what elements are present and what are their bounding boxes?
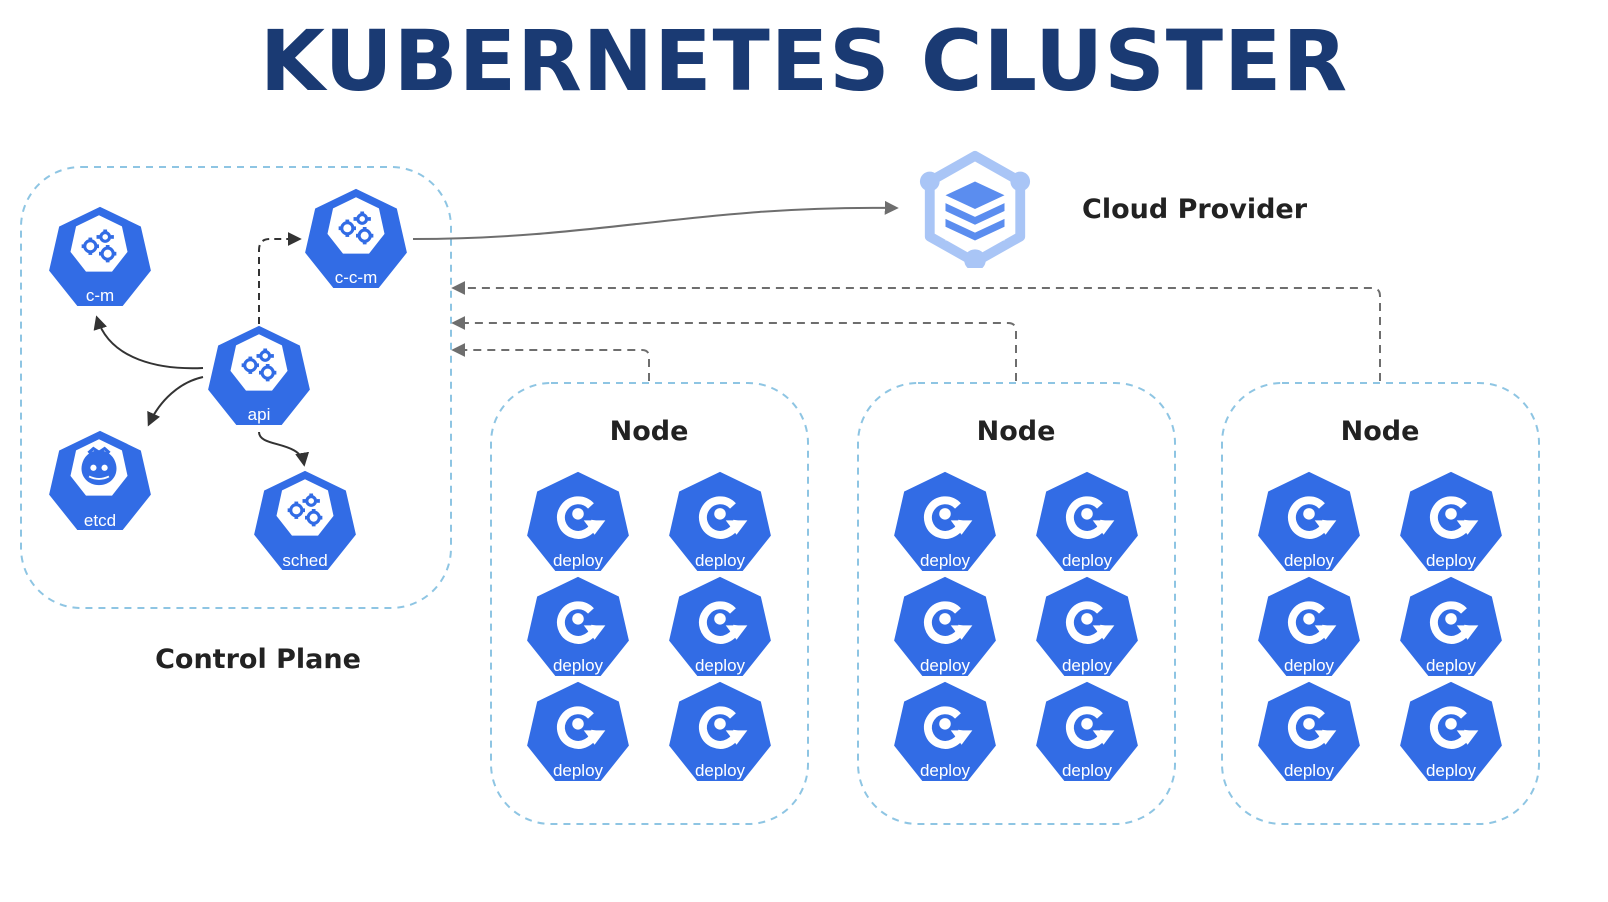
etcd-label: etcd: [84, 511, 116, 530]
deploy-label: deploy: [1284, 656, 1335, 675]
deployment-badge: deploy: [666, 575, 774, 680]
deployment-badge: deploy: [1255, 680, 1363, 785]
control-plane-label: Control Plane: [155, 644, 361, 675]
deploy-label: deploy: [695, 656, 746, 675]
node-frame-2: [857, 382, 1176, 825]
sched-component: sched: [251, 469, 359, 574]
deployment-badge: deploy: [666, 470, 774, 575]
deployment-badge: deploy: [524, 680, 632, 785]
cm-label: c-m: [86, 286, 114, 305]
deployment-badge: deploy: [891, 680, 999, 785]
deploy-label: deploy: [553, 551, 604, 570]
api-to-sched-link: [258, 431, 310, 467]
page-title: KUBERNETES CLUSTER: [259, 12, 1349, 110]
nodes-layer: Node deploy deploy deploy deploy deploy deploy…: [524, 416, 1505, 785]
deployment-badge: deploy: [1033, 575, 1141, 680]
deploy-label: deploy: [1062, 761, 1113, 780]
ccm-to-cloud-link: [412, 200, 899, 240]
cm-component: c-m: [46, 205, 154, 310]
api-to-ccm-link: [258, 232, 302, 324]
sched-label: sched: [282, 551, 327, 570]
deploy-label: deploy: [1426, 551, 1477, 570]
deploy-label: deploy: [1062, 656, 1113, 675]
node-frame-1: [490, 382, 809, 825]
deployment-badge: deploy: [1033, 470, 1141, 575]
cloud-provider-label: Cloud Provider: [1082, 194, 1308, 225]
node-3: Node deploy deploy deploy deploy deploy deploy: [1255, 416, 1505, 785]
deployment-badge: deploy: [524, 575, 632, 680]
deployment-badge: deploy: [1397, 470, 1505, 575]
deploy-label: deploy: [695, 551, 746, 570]
node-frame-3: [1221, 382, 1540, 825]
deployment-badge: deploy: [1255, 575, 1363, 680]
ccm-component: c-c-m: [302, 187, 410, 292]
api-to-etcd-link: [147, 376, 204, 427]
deploy-label: deploy: [920, 551, 971, 570]
deployment-badge: deploy: [891, 575, 999, 680]
deployment-badge: deploy: [891, 470, 999, 575]
node2-to-control-plane-link: [451, 316, 1017, 381]
deployment-badge: deploy: [1397, 575, 1505, 680]
cloud-storage-icon: [920, 156, 1030, 271]
deploy-label: deploy: [920, 656, 971, 675]
deploy-label: deploy: [1426, 761, 1477, 780]
api-component: api: [205, 324, 313, 429]
api-to-cm-link: [93, 315, 204, 370]
deployment-badge: deploy: [1397, 680, 1505, 785]
node-2: Node deploy deploy deploy deploy deploy deploy: [891, 416, 1141, 785]
ccm-label: c-c-m: [335, 268, 377, 287]
node3-to-control-plane-link: [451, 281, 1381, 381]
node1-to-control-plane-link: [451, 343, 650, 381]
node-label: Node: [610, 416, 689, 447]
deployment-badge: deploy: [524, 470, 632, 575]
deployment-badge: deploy: [1255, 470, 1363, 575]
deployment-badge: deploy: [1033, 680, 1141, 785]
deploy-label: deploy: [553, 656, 604, 675]
deploy-label: deploy: [920, 761, 971, 780]
node-label: Node: [1341, 416, 1420, 447]
deploy-label: deploy: [1284, 761, 1335, 780]
control-plane-frame: [20, 166, 452, 609]
deployment-badge: deploy: [666, 680, 774, 785]
node-1: Node deploy deploy deploy deploy deploy deploy: [524, 416, 774, 785]
deploy-label: deploy: [553, 761, 604, 780]
deploy-label: deploy: [1426, 656, 1477, 675]
node-label: Node: [977, 416, 1056, 447]
deploy-label: deploy: [1062, 551, 1113, 570]
api-label: api: [248, 405, 271, 424]
deploy-label: deploy: [695, 761, 746, 780]
deploy-label: deploy: [1284, 551, 1335, 570]
etcd-component: etcd: [46, 429, 154, 534]
